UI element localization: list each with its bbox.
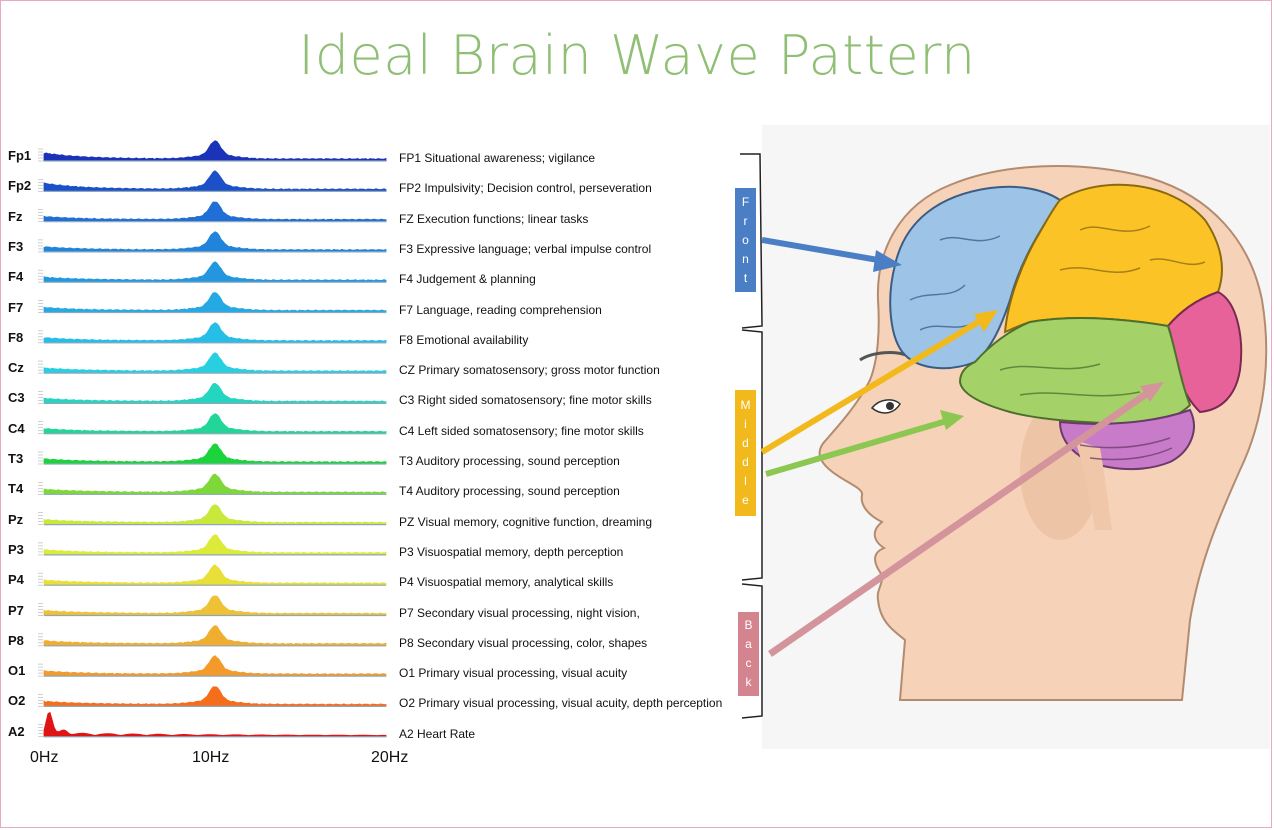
spectrum-area (43, 711, 387, 738)
spectrum-row (38, 504, 387, 526)
spectrum-area (43, 292, 387, 313)
spectrum-row (38, 564, 387, 586)
channel-label: Pz (8, 511, 24, 527)
channel-description: FZ Execution functions; linear tasks (399, 211, 589, 226)
channel-label: F4 (8, 269, 24, 285)
page-title: Ideal Brain Wave Pattern (298, 24, 976, 87)
axis-tick-10hz: 10Hz (192, 749, 230, 766)
spectrum-row (38, 140, 387, 162)
channel-description: CZ Primary somatosensory; gross motor fu… (399, 363, 660, 378)
channel-description: FP1 Situational awareness; vigilance (399, 151, 596, 165)
spectrum-row (38, 413, 387, 435)
spectrum-area (43, 595, 387, 616)
channel-label: C3 (8, 390, 25, 406)
spectrum-area (43, 322, 387, 344)
spectrum-area (43, 655, 387, 677)
channel-description: O1 Primary visual processing, visual acu… (399, 666, 628, 681)
front-bracket (740, 153, 763, 329)
channel-description: F8 Emotional availability (399, 332, 529, 347)
spectrum-row (38, 170, 387, 192)
channel-description: A2 Heart Rate (399, 726, 476, 741)
spectrum-area (43, 504, 387, 525)
spectrum-area (43, 201, 387, 222)
eye (870, 399, 901, 414)
spectrum-area (43, 686, 387, 707)
axis-tick-20hz: 20Hz (371, 749, 409, 766)
channel-label: Fp1 (8, 148, 32, 163)
spectrum-row (38, 231, 387, 253)
channel-description: O2 Primary visual processing, visual acu… (399, 696, 723, 711)
occipital-lobe (1166, 290, 1243, 414)
axis-tick-0hz: 0Hz (30, 749, 59, 766)
channel-label: T4 (8, 481, 24, 497)
arrows (760, 237, 1164, 657)
channel-description: F3 Expressive language; verbal impulse c… (399, 241, 652, 256)
channel-label: T3 (8, 451, 24, 466)
spectrum-row (38, 322, 387, 344)
spectrum-row (38, 625, 387, 647)
spectrum-row (38, 261, 387, 283)
back-bracket (741, 583, 763, 719)
spectrum-row (38, 711, 387, 738)
middle-bracket (741, 329, 763, 581)
brain-stem (1075, 440, 1112, 530)
spectrum-area (43, 473, 387, 495)
spectrum-area (43, 564, 387, 586)
spectrum-area (43, 413, 387, 435)
channel-description: T3 Auditory processing, sound perception (399, 454, 620, 468)
channel-label: Fz (8, 208, 23, 224)
spectrum-row (38, 352, 387, 374)
channel-description: T4 Auditory processing, sound perception (399, 484, 620, 499)
channel-label: C4 (8, 420, 25, 436)
channel-description: P8 Secondary visual processing, color, s… (399, 635, 648, 650)
spectrum-row (38, 443, 387, 465)
spectrum-area (43, 231, 387, 253)
spectrum-area (43, 261, 387, 283)
channel-description: C3 Right sided somatosensory; fine motor… (399, 393, 652, 408)
channel-label: F7 (8, 299, 24, 315)
spectrum-area (43, 534, 387, 556)
spectrum-area (43, 443, 387, 465)
channel-label: P4 (8, 572, 24, 588)
channel-description: C4 Left sided somatosensory; fine motor … (399, 423, 644, 438)
channel-description: FP2 Impulsivity; Decision control, perse… (399, 181, 652, 196)
channel-label: F3 (8, 238, 24, 254)
spectrum-row (38, 534, 387, 556)
channel-description: P7 Secondary visual processing, night vi… (399, 605, 640, 620)
spectrum-row (38, 382, 387, 404)
spectrum-row (38, 201, 387, 223)
channel-label: Fp2 (8, 178, 32, 194)
channel-label: O2 (8, 693, 26, 709)
spectrum-area (43, 170, 387, 192)
channel-description: P4 Visuospatial memory, analytical skill… (399, 575, 614, 590)
spectrum-row (38, 655, 387, 677)
channel-label: O1 (8, 663, 26, 679)
spectrum-row (38, 473, 387, 495)
channel-label: Cz (8, 360, 24, 376)
spectrum-row (38, 686, 387, 708)
channel-label: P8 (8, 632, 24, 648)
spectrum-area (43, 382, 387, 404)
channel-label: A2 (8, 723, 25, 739)
channel-description: F7 Language, reading comprehension (399, 302, 602, 317)
spectrum-area (43, 625, 387, 647)
spectrum-row (38, 595, 387, 617)
channel-label: F8 (8, 329, 24, 345)
channel-label: P3 (8, 541, 24, 557)
spectrum-row (38, 292, 387, 314)
channel-description: P3 Visuospatial memory, depth perception (399, 544, 624, 559)
spectrum-area (43, 352, 387, 374)
spectrum-area (43, 140, 387, 162)
channel-description: F4 Judgement & planning (399, 272, 536, 287)
descriptions-background (392, 125, 762, 749)
channel-label: P7 (8, 602, 24, 618)
channel-description: PZ Visual memory, cognitive function, dr… (399, 514, 653, 529)
